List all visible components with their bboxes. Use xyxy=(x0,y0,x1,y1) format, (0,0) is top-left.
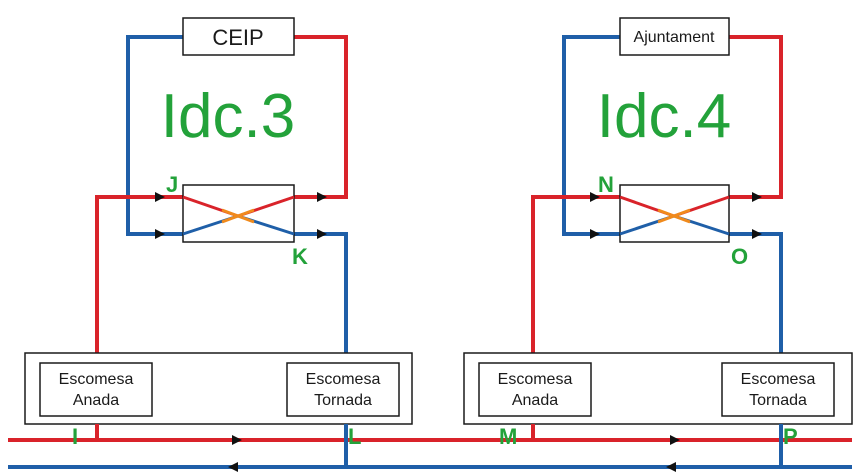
main-return-arrow-2 xyxy=(666,462,676,472)
arrow-return-out-idc4 xyxy=(752,229,762,239)
escomesa-tornada-box-idc3 xyxy=(286,362,400,417)
node-label-m: M xyxy=(499,424,517,449)
heat-exchanger-idc4 xyxy=(619,184,730,243)
substation-label-idc3: Idc.3 xyxy=(161,82,295,151)
main-supply-arrow-1 xyxy=(232,435,242,445)
escomesa-anada-box-idc3 xyxy=(39,362,153,417)
consumer-box-idc4 xyxy=(619,17,730,56)
arrow-supply-in-idc3 xyxy=(155,192,165,202)
node-label-n: N xyxy=(598,172,614,197)
escomesa-anada-label-2-idc3: Anada xyxy=(73,392,119,409)
arrow-supply-in-idc4 xyxy=(590,192,600,202)
arrow-supply-out-idc4 xyxy=(752,192,762,202)
escomesa-anada-label-2-idc4: Anada xyxy=(512,392,558,409)
consumer-label-idc3: CEIP xyxy=(212,25,263,50)
consumer-label-idc4: Ajuntament xyxy=(634,29,715,46)
escomesa-tornada-label-2-idc3: Tornada xyxy=(314,392,372,409)
substation-label-idc4: Idc.4 xyxy=(597,82,731,151)
arrow-return-out-idc3 xyxy=(317,229,327,239)
consumer-box-idc3 xyxy=(182,17,295,56)
escomesa-tornada-label-1-idc3: Escomesa xyxy=(306,371,381,388)
main-return-arrow-1 xyxy=(228,462,238,472)
substation-idc3: Escomesa Anada Escomesa Tornada CEIP Idc… xyxy=(24,17,413,467)
escomesa-tornada-box-idc4 xyxy=(721,362,835,417)
node-label-i: I xyxy=(72,424,78,449)
heat-exchanger-idc3 xyxy=(182,184,295,243)
arrow-return-in-idc4 xyxy=(590,229,600,239)
exchanger-mix-2-idc4 xyxy=(657,208,691,224)
substation-idc4: Escomesa Anada Escomesa Tornada Ajuntame… xyxy=(463,17,853,467)
escomesa-tornada-label-2-idc4: Tornada xyxy=(749,392,807,409)
escomesa-anada-label-1-idc3: Escomesa xyxy=(59,371,134,388)
escomesa-tornada-label-1-idc4: Escomesa xyxy=(741,371,816,388)
node-label-p: P xyxy=(783,424,798,449)
consumer-supply-pipe-idc3 xyxy=(294,35,348,199)
arrow-supply-out-idc3 xyxy=(317,192,327,202)
exchanger-mix-2-idc3 xyxy=(221,208,255,224)
node-label-j: J xyxy=(166,172,178,197)
consumer-supply-pipe-idc4 xyxy=(729,35,783,199)
main-supply-arrow-2 xyxy=(670,435,680,445)
escomesa-anada-box-idc4 xyxy=(478,362,592,417)
escomesa-anada-label-1-idc4: Escomesa xyxy=(498,371,573,388)
node-label-l: L xyxy=(348,424,361,449)
arrow-return-in-idc3 xyxy=(155,229,165,239)
node-label-o: O xyxy=(731,244,748,269)
node-label-k: K xyxy=(292,244,308,269)
